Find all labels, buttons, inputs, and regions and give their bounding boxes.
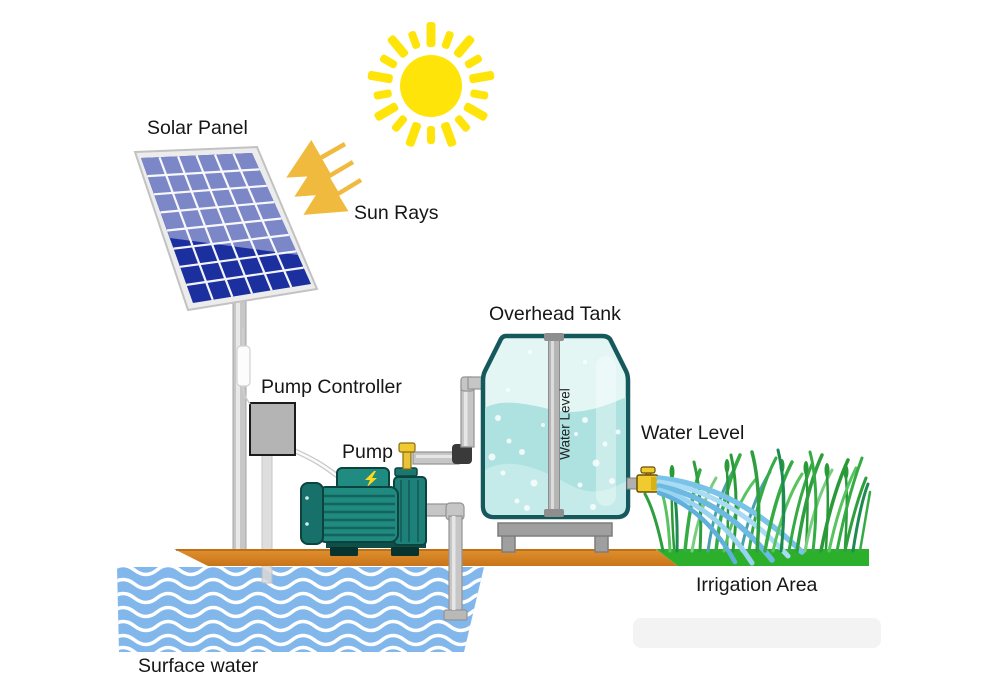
- pump-end-cap: [300, 482, 324, 545]
- label-solar-panel: Solar Panel: [147, 117, 248, 139]
- sun-icon: [367, 22, 495, 147]
- pump-foot-right: [391, 547, 419, 556]
- lightning-bolt-icon: [365, 471, 377, 487]
- sun-ray-arrow-1: [286, 139, 347, 178]
- delivery-pipe: [412, 376, 491, 465]
- irrigation-grass-front: [750, 448, 872, 553]
- sun-ray-arrows: [286, 139, 363, 215]
- sun-ray-arrow-3: [303, 176, 363, 215]
- label-pump-controller: Pump Controller: [261, 376, 402, 398]
- junction-box: [236, 345, 251, 387]
- pump-controller-box: [249, 402, 296, 456]
- junction-wire: [242, 385, 251, 405]
- label-overhead-tank: Overhead Tank: [489, 303, 621, 325]
- irrigation-strip: [656, 549, 869, 566]
- surface-water: [117, 566, 484, 653]
- suction-pipe: [425, 502, 468, 621]
- panel-grid: [147, 153, 304, 301]
- overhead-tank: Water Level: [480, 333, 659, 520]
- pump-foot-left: [330, 547, 358, 556]
- tank-tap: [626, 466, 659, 493]
- label-irrigation-area: Irrigation Area: [696, 574, 818, 596]
- ground-shadow: [633, 618, 881, 648]
- ground-strip: [174, 549, 678, 566]
- panel-pole: [232, 295, 247, 552]
- pump-motor-fins: [321, 494, 395, 537]
- label-water-level: Water Level: [641, 422, 744, 444]
- tank-gauge-label: Water Level: [558, 388, 573, 460]
- pipe-elbow-dark: [452, 444, 472, 464]
- label-pump: Pump: [342, 441, 393, 463]
- solar-panel: [133, 145, 319, 312]
- tank-bubbles: [488, 350, 621, 511]
- pump: [300, 442, 427, 556]
- tank-highlight: [596, 356, 616, 506]
- label-sun-rays: Sun Rays: [354, 202, 439, 224]
- water-level-gauge-pipe: [544, 333, 564, 517]
- controller-pump-cable-core: [292, 448, 340, 479]
- label-surface-water: Surface water: [138, 655, 259, 677]
- outlet-valve: [398, 442, 416, 453]
- tank-stand: [497, 522, 613, 553]
- outlet-valve-stem: [402, 450, 412, 470]
